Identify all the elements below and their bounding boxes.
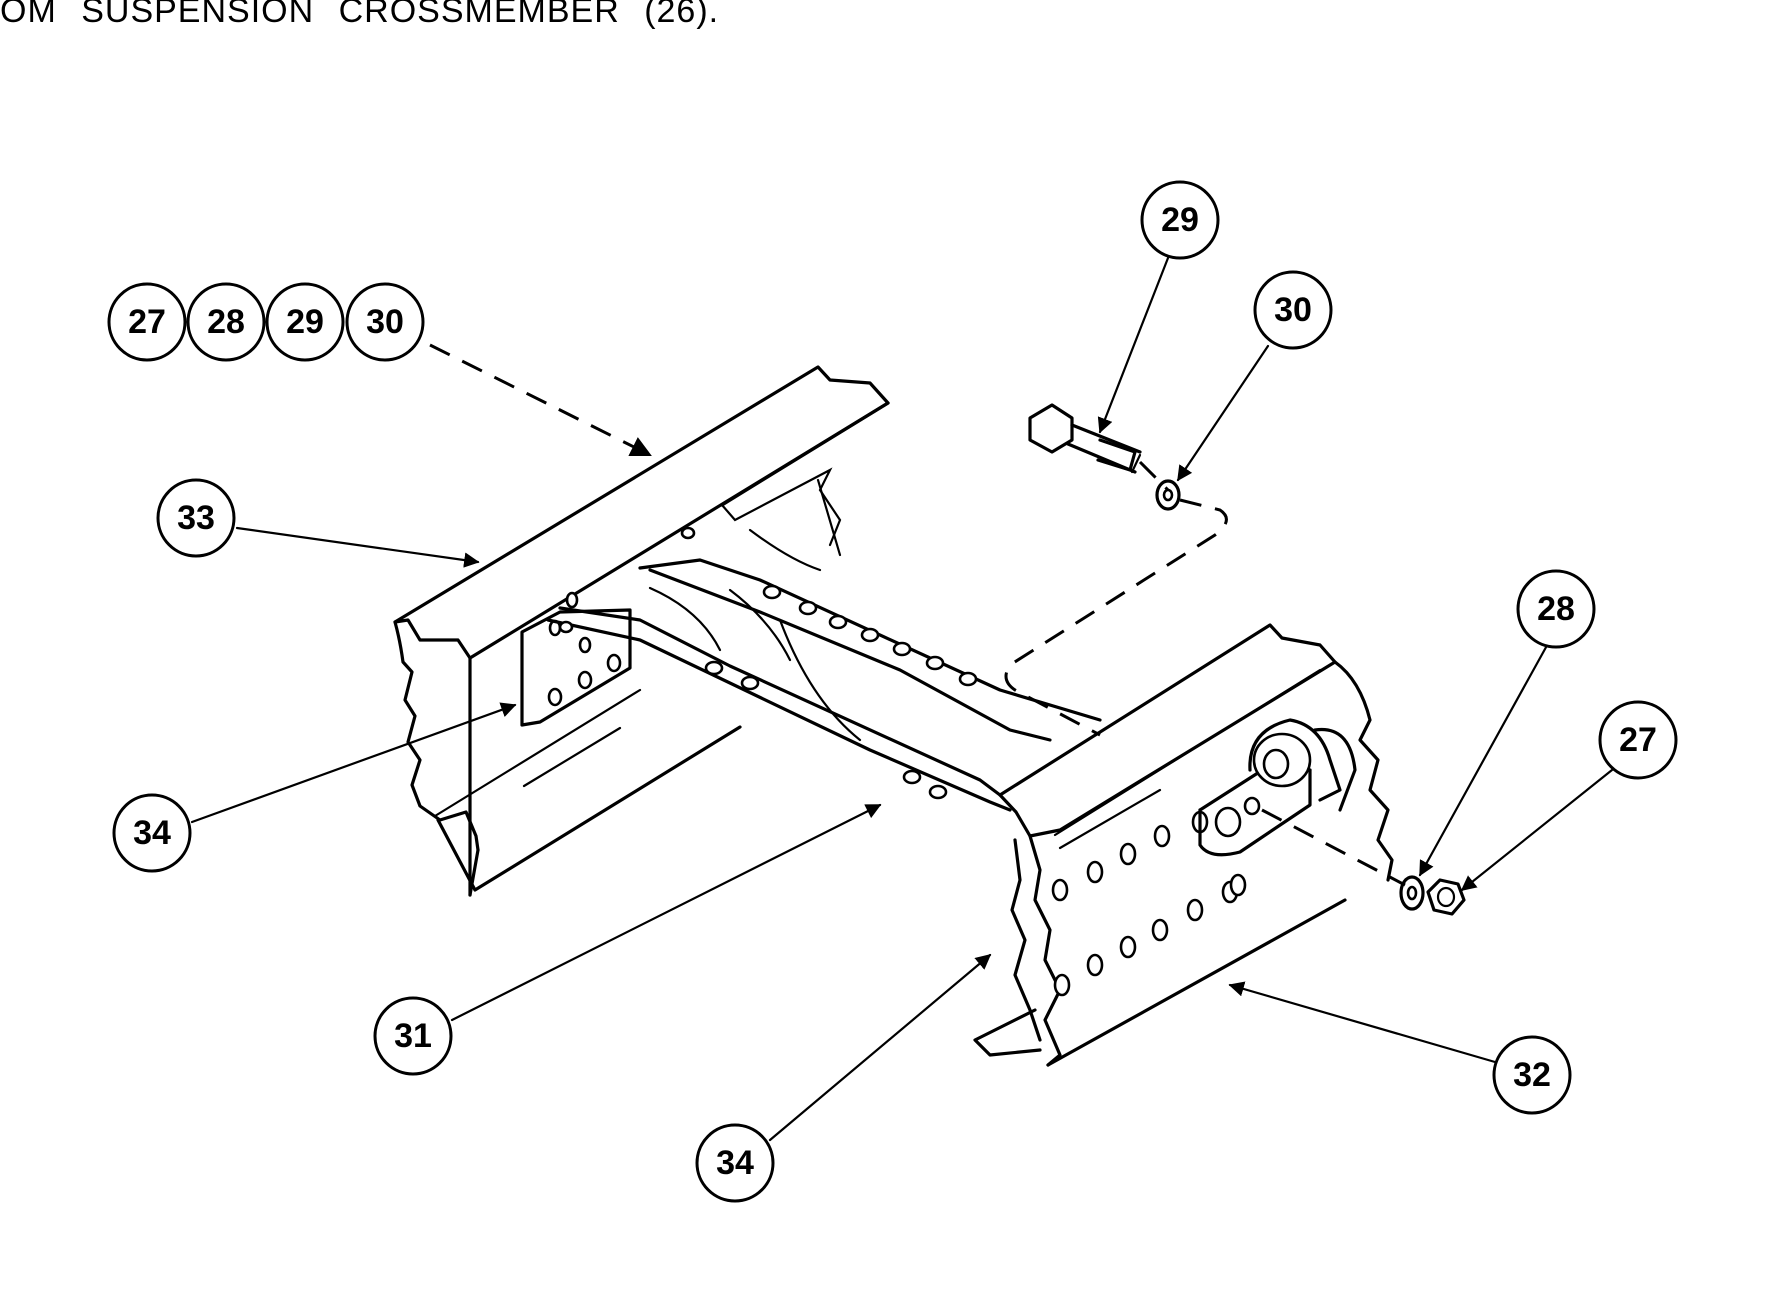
- callout-label: 29: [1161, 201, 1199, 239]
- lock-nut: [1426, 878, 1466, 916]
- leader-28: [1418, 638, 1552, 877]
- callout-group-27-28-29-30: 27 28 29 30: [107, 282, 425, 362]
- left-gusset-plate: [520, 591, 632, 727]
- leader-34-left: [190, 702, 517, 824]
- callout-34-bottom: 34: [695, 1123, 775, 1203]
- callout-27: 27: [1598, 700, 1678, 780]
- assembly-line-path: [1004, 498, 1228, 737]
- callout-28-group: 28: [186, 282, 266, 362]
- bolt-hardware: [1028, 403, 1142, 474]
- leader-30-top: [1176, 344, 1270, 482]
- callout-label: 30: [366, 303, 404, 341]
- assembly-line-bolt: [1138, 460, 1170, 492]
- callout-label: 29: [286, 303, 324, 341]
- left-frame-rail: [393, 365, 890, 897]
- callout-29-group: 29: [265, 282, 345, 362]
- group-leader-dashed: [429, 343, 652, 457]
- callout-label: 33: [177, 499, 215, 537]
- callout-label: 28: [207, 303, 245, 341]
- instruction-text: OM SUSPENSION CROSSMEMBER (26).: [0, 0, 720, 30]
- assembly-line-nut: [1261, 808, 1406, 887]
- callout-label: 34: [133, 814, 171, 852]
- callout-30-group: 30: [345, 282, 425, 362]
- right-frame-rail: [973, 623, 1394, 1067]
- leader-34-bottom: [768, 953, 992, 1142]
- crossmember: [546, 526, 1102, 812]
- callout-label: 27: [1619, 721, 1657, 759]
- callout-label: 27: [128, 303, 166, 341]
- callout-29: 29: [1140, 180, 1220, 260]
- callout-label: 28: [1537, 590, 1575, 628]
- flat-washer-upper: [1155, 479, 1181, 511]
- leader-31: [450, 803, 882, 1022]
- spring-hanger-bracket: [1198, 718, 1357, 857]
- callout-33: 33: [156, 478, 236, 558]
- callout-label: 32: [1513, 1056, 1551, 1094]
- callout-label: 30: [1274, 291, 1312, 329]
- flat-washer-lower: [1399, 875, 1425, 911]
- callout-34-left: 34: [112, 793, 192, 873]
- callout-31: 31: [373, 996, 453, 1076]
- callout-label: 31: [394, 1017, 432, 1055]
- leader-33: [235, 526, 480, 568]
- callout-28: 28: [1516, 569, 1596, 649]
- leader-27: [1460, 768, 1614, 892]
- leader-32: [1228, 981, 1497, 1064]
- callout-label: 34: [716, 1144, 754, 1182]
- callout-32: 32: [1492, 1035, 1572, 1115]
- callout-27-group: 27: [107, 282, 187, 362]
- callout-30: 30: [1253, 270, 1333, 350]
- leader-29-top: [1097, 256, 1170, 434]
